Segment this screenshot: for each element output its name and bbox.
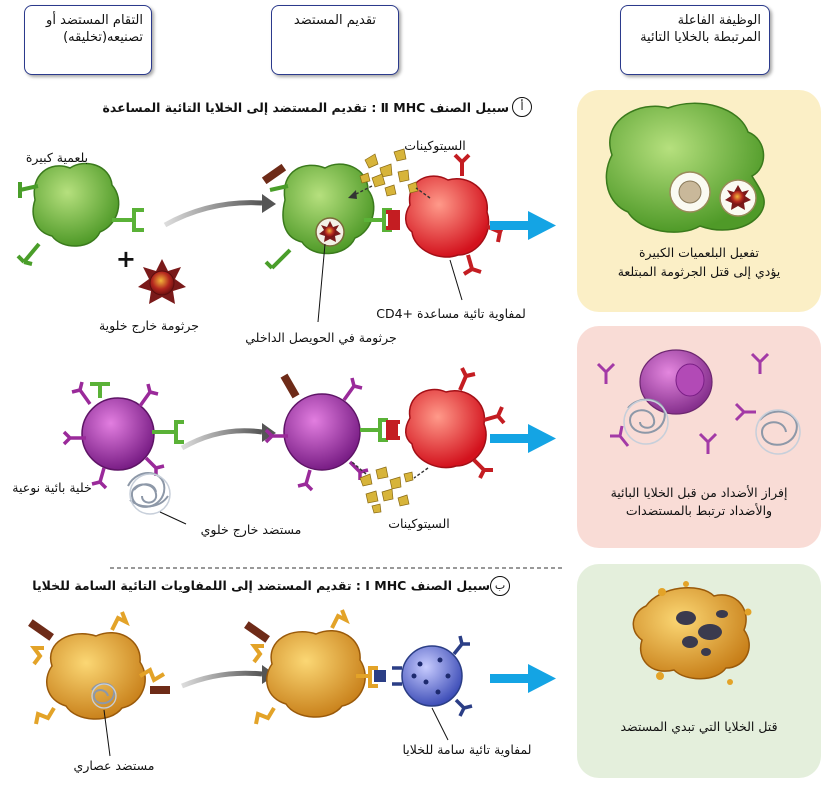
panel-macrophage-line1: تفعيل البلعميات الكبيرة (639, 245, 759, 260)
panel-macrophage-line2: يؤدي إلى قتل الجرثومة المبتلعة (617, 264, 781, 279)
label-extracellular-germ: جرثومة خارج خلوية (98, 318, 200, 333)
macrophage-cell (16, 162, 144, 266)
label-cytoplasmic-antigen: مستضد عصاري (73, 758, 155, 773)
effector-arrow-2 (490, 424, 556, 453)
label-macrophage: بلعمية كبيرة (25, 150, 89, 165)
label-germ-in-vesicle: جرثومة في الحويصل الداخلي (245, 330, 397, 345)
extracellular-antigen (127, 472, 171, 515)
b-cell (62, 381, 184, 490)
infected-target-cell (28, 611, 170, 725)
label-cytokines-bottom: السيتوكينات (388, 516, 450, 531)
section-a-title: سبيل الصنف Ⅱ MHC : تقديم المستضد إلى الخ… (102, 100, 509, 115)
label-plus: + (115, 245, 136, 273)
cytokine-arrow-top-left (351, 185, 373, 197)
label-cytotoxic-t: لمفاوية تائية سامة للخلايا (402, 742, 532, 757)
cytokine-cluster-bottom (359, 466, 414, 514)
header-capture: التقام المستضد أو تصنيعه(تخليقه) (24, 5, 152, 75)
label-b-cell: خلية بائية نوعية (12, 480, 92, 495)
dying-cell-illustration (632, 581, 752, 685)
activated-macrophage-illustration (605, 102, 765, 233)
transition-arrowhead-1 (262, 194, 276, 213)
section-a-marker: أ (512, 97, 532, 117)
header-presentation: تقديم المستضد (271, 5, 399, 75)
panel-antibody-line1: إفراز الأضداد من قبل الخلايا البائية (610, 485, 788, 500)
cytokine-cluster-top (359, 148, 419, 197)
antibody-secretion-illustration (596, 349, 801, 455)
cytokine-arrow-bottom (413, 467, 429, 479)
section-b-title: سبيل الصنف Ⅰ MHC : تقديم المستضد إلى الل… (32, 578, 490, 593)
label-cytokines-top: السيتوكينات (404, 138, 466, 153)
panel-antibody-line2: والأضداد ترتبط بالمستضدات (625, 503, 773, 518)
b-cell-presenting (264, 373, 398, 492)
header-effector: الوظيفة الفاعلة المرتبطة بالخلايا التائي… (620, 5, 770, 75)
panel-killing-line1: قتل الخلايا التي تبدي المستضد (620, 719, 778, 734)
cytokine-arrow-top-right (415, 187, 431, 199)
extracellular-germ (138, 259, 186, 304)
section-b-marker: ب (490, 576, 510, 596)
target-cell-presenting (244, 609, 386, 725)
effector-arrow-1 (490, 211, 556, 240)
macrophage-presenting (261, 163, 400, 270)
label-extracellular-antigen: مستضد خارج خلوي (200, 522, 302, 537)
transition-arrow-1 (163, 200, 263, 228)
label-helper-t: لمفاوية تائية مساعدة +CD4 (376, 306, 526, 321)
effector-arrow-3 (490, 664, 556, 693)
transition-arrow-3 (181, 670, 263, 689)
helper-t-cell-2 (386, 367, 506, 479)
transition-arrow-2 (180, 428, 263, 451)
helper-t-cell (386, 153, 506, 276)
cytotoxic-t-cell (392, 635, 473, 717)
